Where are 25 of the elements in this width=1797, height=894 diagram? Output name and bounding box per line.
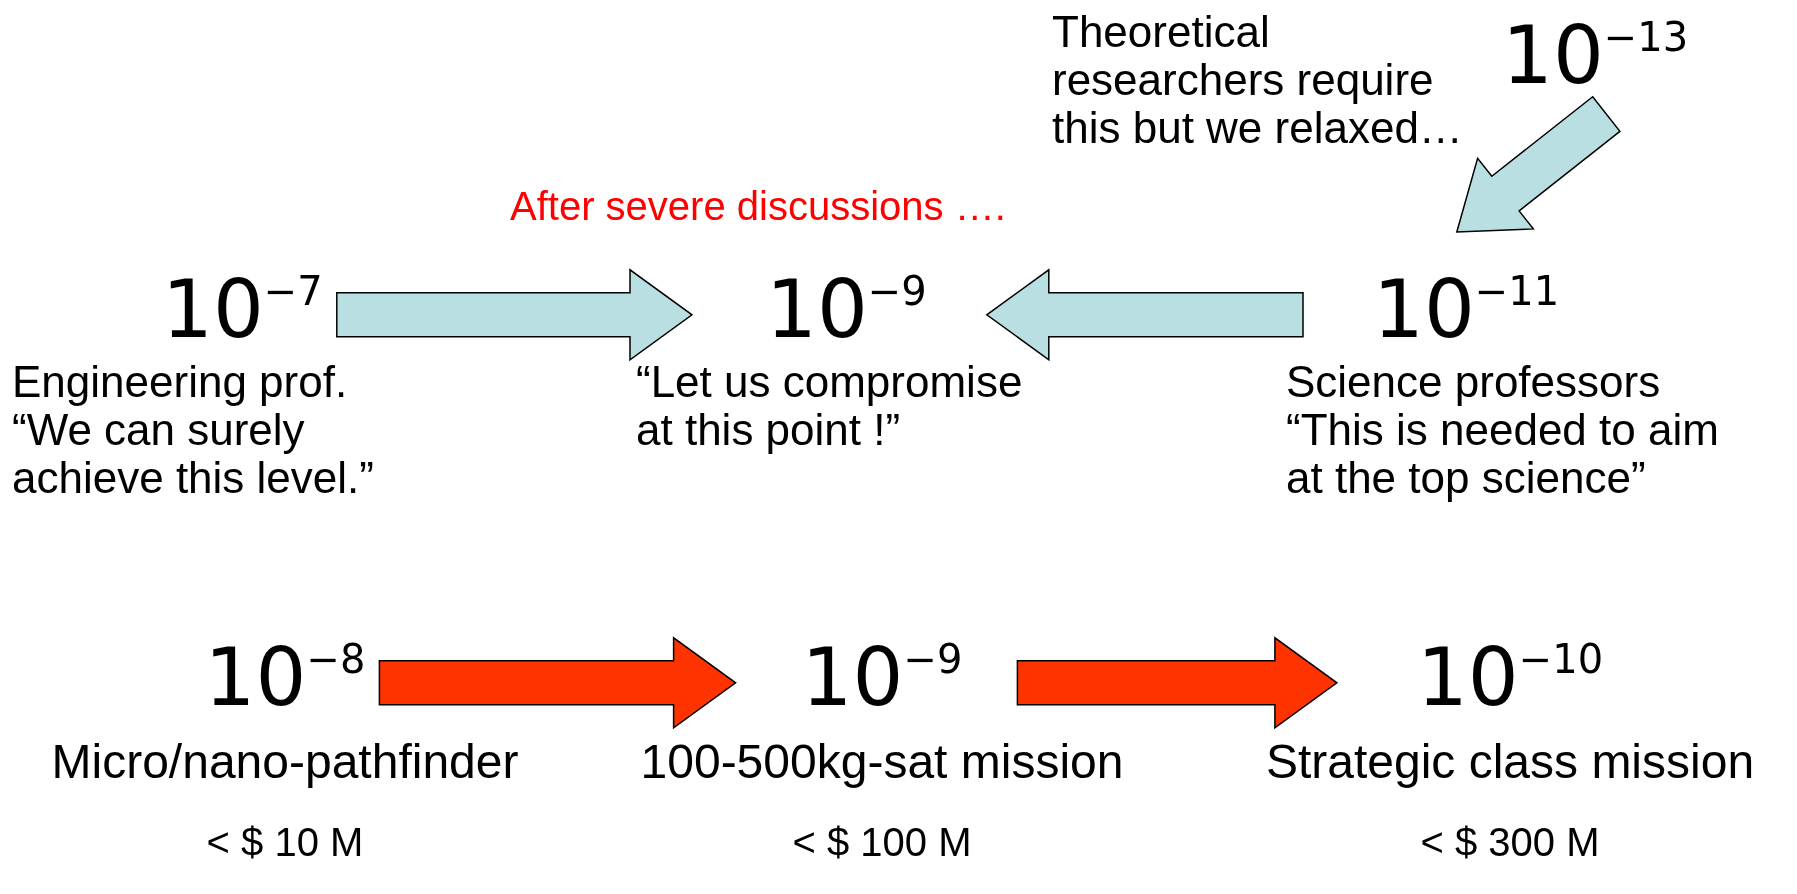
cost-text: < $ 10 M [206,819,364,866]
caption-text: “We can surely achieve this level.” [12,406,375,502]
caption-text: “Let us compromise at this point !” [636,358,1024,454]
caption-text: “This is needed to aim at the top science” [1286,406,1720,502]
block-arrow [1455,95,1621,233]
exponent-value: 10$^{−13}$ [1502,8,1689,104]
caption-text: 100-500kg-sat mission [640,734,1124,790]
annotation-text: After severe discussions …. [510,183,1006,230]
caption-text: Science professors [1286,358,1662,406]
block-arrow [1016,636,1339,730]
exponent-value: 10$^{−7}$ [162,262,323,358]
block-arrow [336,268,694,362]
caption-text: Strategic class mission [1265,734,1755,790]
exponent-value: 10$^{−11}$ [1373,262,1560,358]
exponent-value: 10$^{−8}$ [204,630,366,726]
block-arrow [378,636,737,730]
side-note: Theoretical researchers require this but we relaxed… [1052,8,1464,152]
caption-text: Micro/nano-pathfinder [51,734,519,790]
cost-text: < $ 100 M [792,819,972,866]
cost-text: < $ 300 M [1420,819,1600,866]
block-arrow [985,268,1304,362]
exponent-value: 10$^{−9}$ [801,630,963,726]
caption-text: Engineering prof. [12,358,349,406]
exponent-value: 10$^{−9}$ [766,262,927,358]
exponent-value: 10$^{−10}$ [1416,630,1604,726]
